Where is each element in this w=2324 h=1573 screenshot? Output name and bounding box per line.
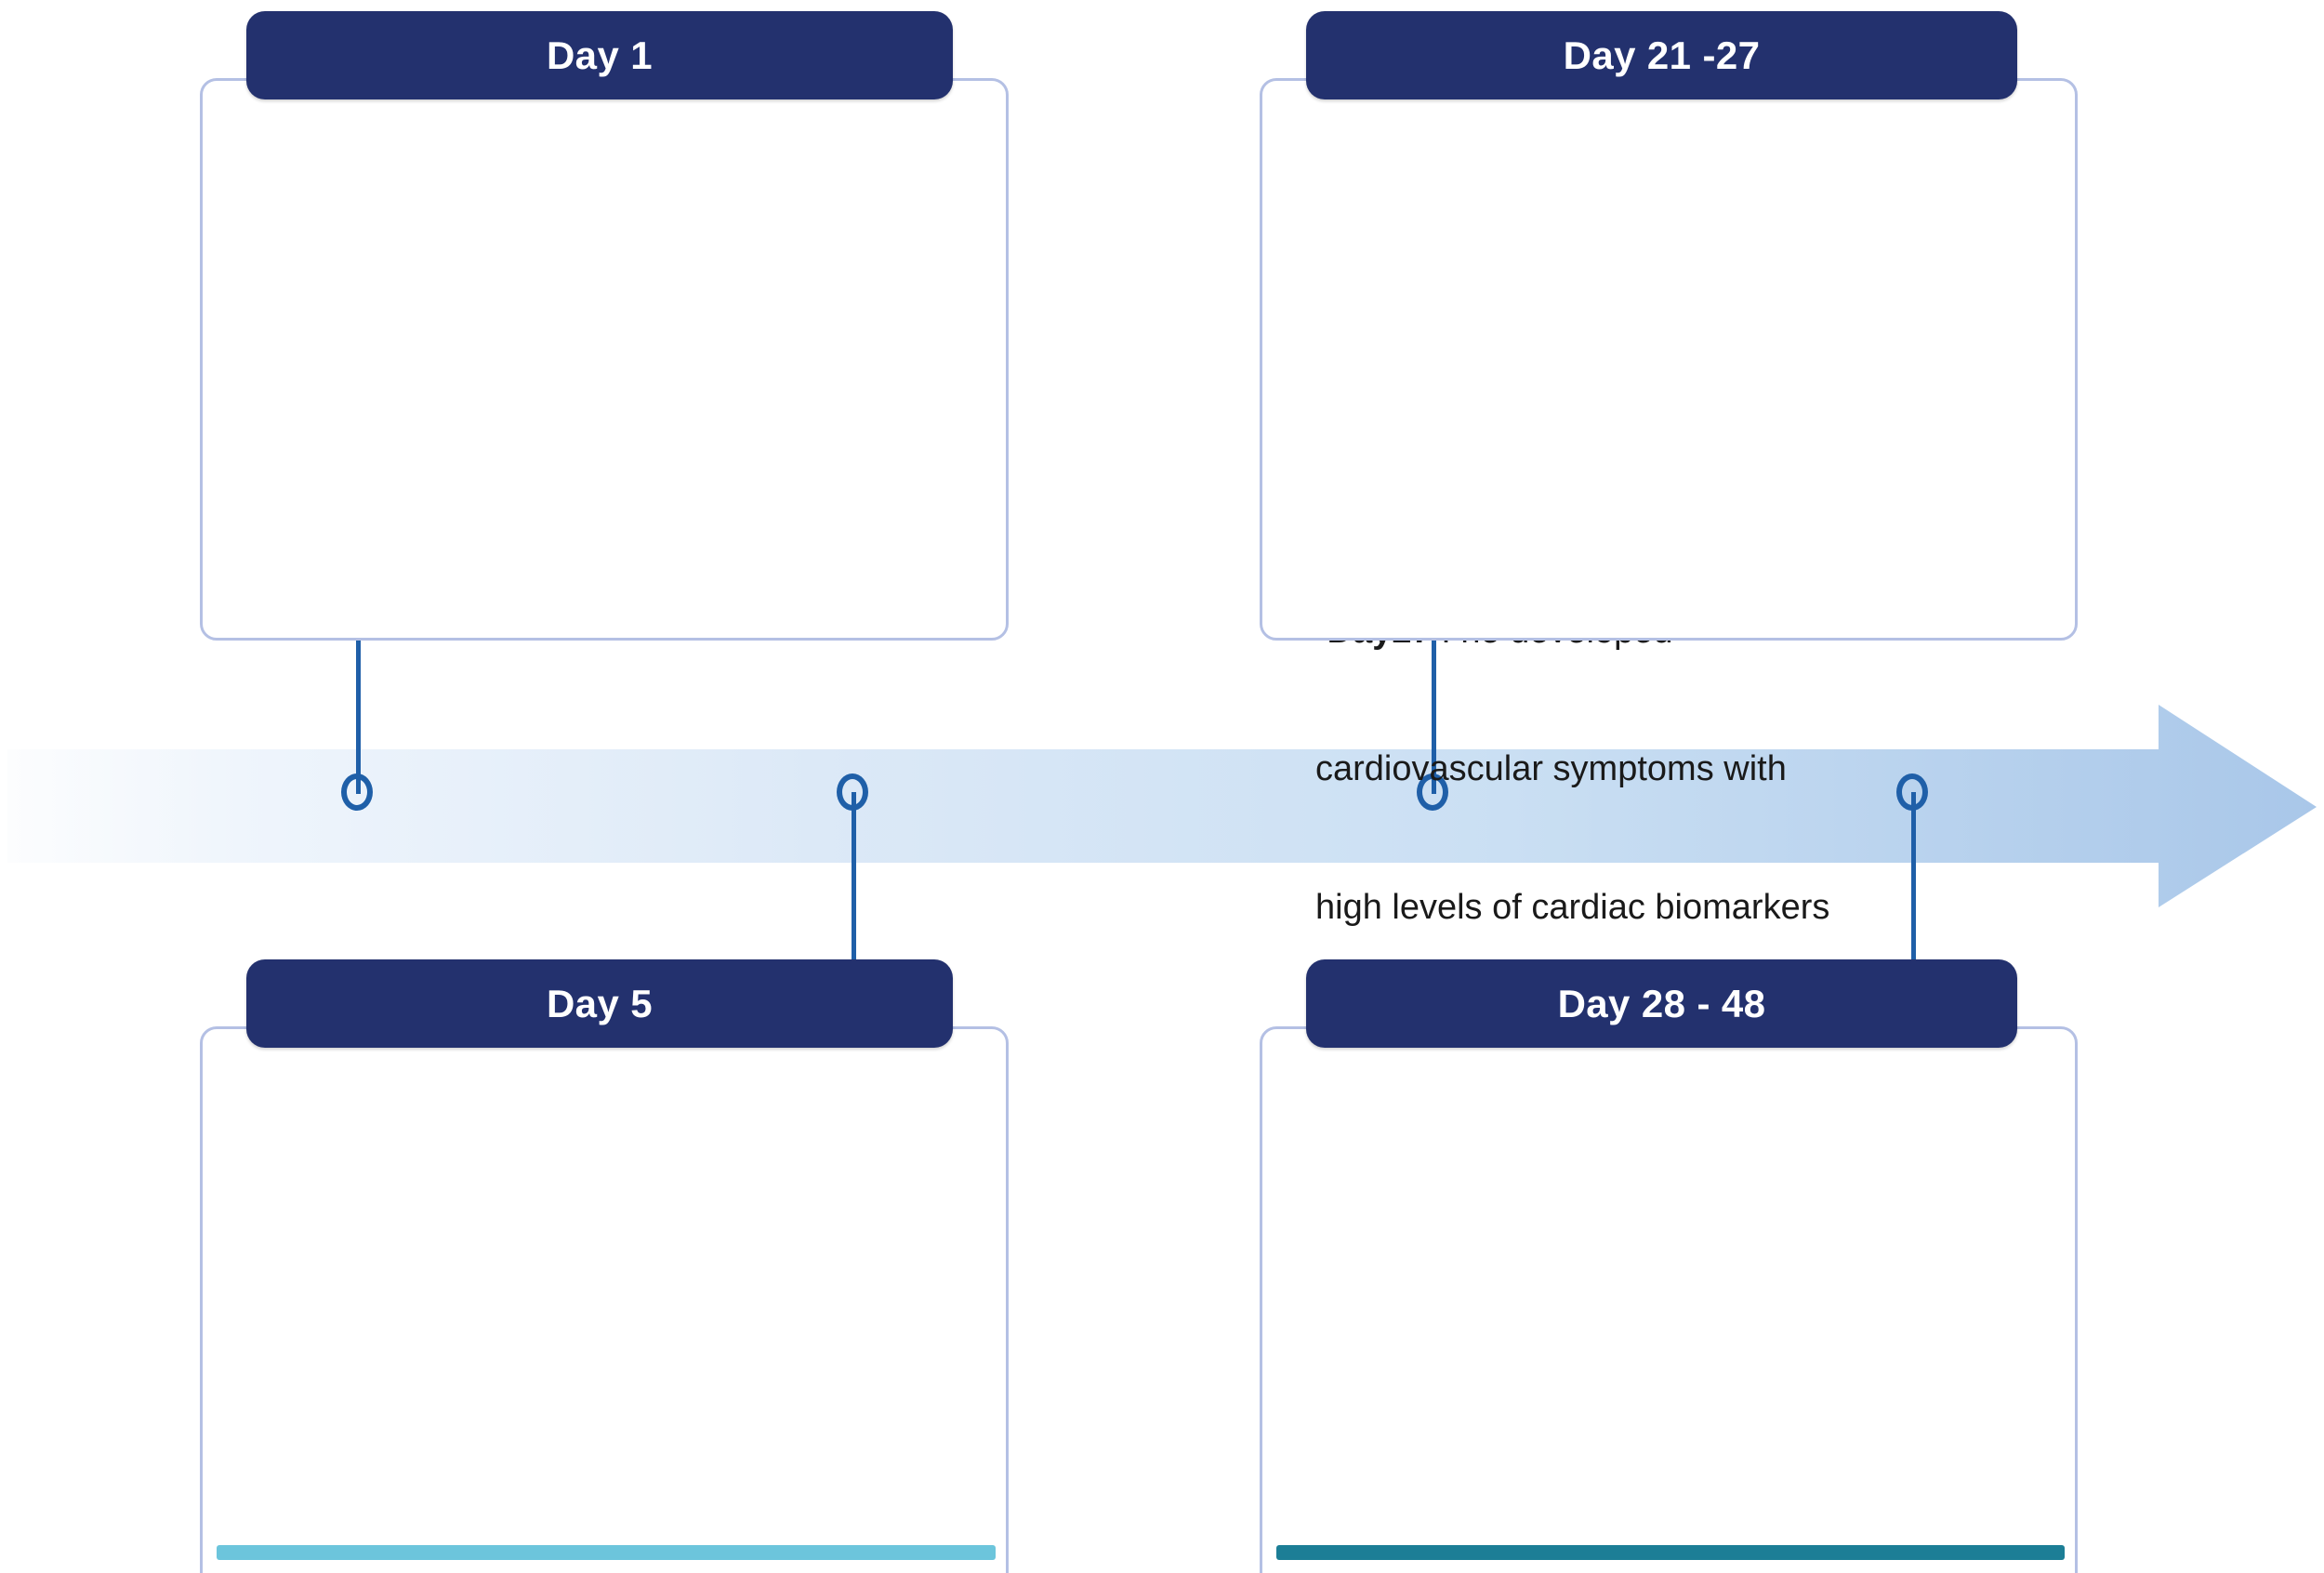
card-body-day-21-27 <box>1260 78 2078 641</box>
card-header-label-day-21-27: Day 21 -27 <box>1563 33 1761 77</box>
timeline-node-day-21-27 <box>1417 773 1448 811</box>
card-header-label-day-5: Day 5 <box>546 981 654 1025</box>
card-body-day-1 <box>200 78 1009 641</box>
timeline-node-day-1 <box>341 773 373 811</box>
connector-line-day-5 <box>852 792 856 1008</box>
card-header-day-21-27[interactable]: Day 21 -27 <box>1306 11 2017 99</box>
card-header-label-day-28-48: Day 28 - 48 <box>1557 981 1766 1025</box>
card-header-day-28-48[interactable]: Day 28 - 48 <box>1306 959 2017 1048</box>
card-body-day-5 <box>200 1026 1009 1573</box>
card-header-day-1[interactable]: Day 1 <box>246 11 953 99</box>
connector-line-day-1 <box>356 619 361 794</box>
card-line: high levels of cardiac biomarkers <box>1315 887 1830 927</box>
card-header-day-5[interactable]: Day 5 <box>246 959 953 1048</box>
card-body-day-28-48 <box>1260 1026 2078 1573</box>
card-line: cardiovascular symptoms with <box>1315 749 1787 789</box>
card-bottom-accent-day-28-48 <box>1276 1545 2065 1560</box>
card-bottom-accent-day-5 <box>217 1545 996 1560</box>
card-header-label-day-1: Day 1 <box>546 33 654 77</box>
connector-line-day-21-27 <box>1432 619 1436 794</box>
connector-line-day-28-48 <box>1911 792 1916 1008</box>
